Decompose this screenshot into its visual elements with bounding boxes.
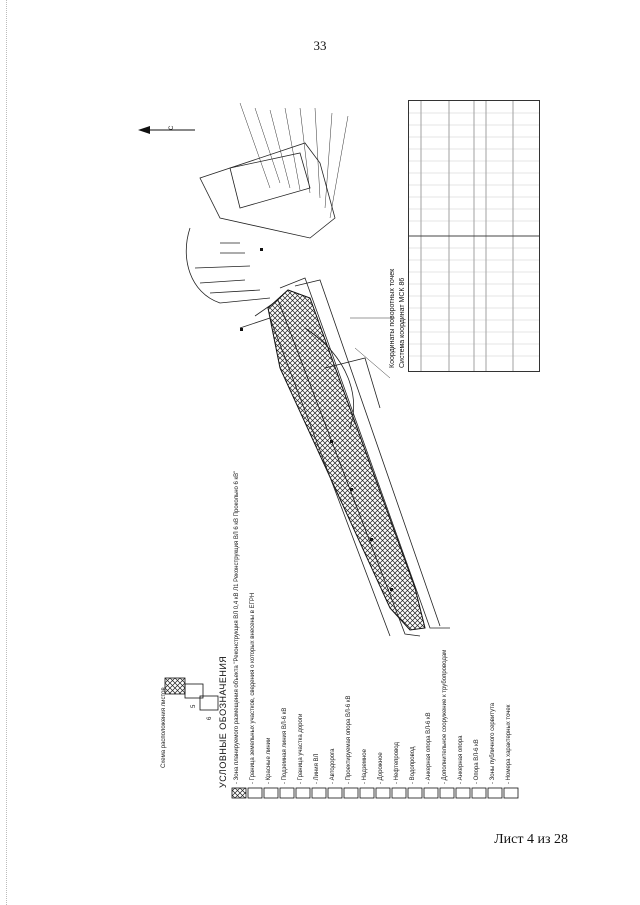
- legend-item: - Номера характерных точек: [506, 704, 512, 784]
- legend-item: - Подземная линия ВЛ-6 кВ: [282, 707, 288, 784]
- legend-item: - Водопровод: [410, 746, 416, 784]
- legend-item: - Дополнительное сооружение к трубопрово…: [442, 649, 448, 784]
- support-markers: [240, 248, 393, 591]
- legend-item: - Зоны публичного сервитута: [490, 702, 496, 784]
- plan-drawing: [138, 102, 519, 799]
- scheme-title: Схема расположения листов: [161, 687, 167, 768]
- legend-item: - Дорожное: [378, 752, 384, 784]
- legend-item: - Зона планируемого размещения объекта "…: [234, 470, 240, 784]
- legend-item: - Автодорога: [330, 748, 336, 784]
- upper-facilities: [185, 142, 381, 429]
- north-arrow-icon: [138, 126, 195, 134]
- sheet-footer: Лист 4 из 28: [494, 832, 568, 847]
- coordinates-grid: [409, 101, 539, 371]
- legend-title: УСЛОВНЫЕ ОБОЗНАЧЕНИЯ: [218, 655, 228, 788]
- coordinates-table: [408, 100, 540, 372]
- sheet-scheme: [164, 677, 219, 711]
- legend-item: - Анкерная опора: [458, 735, 464, 784]
- legend-item: - Анкерная опора ВЛ-6 кВ: [426, 712, 432, 784]
- legend-item: - Надземное: [362, 749, 368, 784]
- legend-item: - Линия ВЛ: [314, 753, 320, 784]
- legend-item: - Нефтепровод: [394, 742, 400, 784]
- plan-sheet: УСЛОВНЫЕ ОБОЗНАЧЕНИЯ Схема расположения …: [120, 68, 565, 828]
- leader-lines: [239, 102, 395, 379]
- legend-symbols: [231, 787, 519, 799]
- north-label: С: [169, 125, 175, 130]
- scheme-sheet-5: 5: [191, 704, 197, 708]
- legend-item: - Проектируемая опора ВЛ-6 кВ: [346, 695, 352, 784]
- legend-item: - Опора ВЛ-6 кВ: [474, 739, 480, 784]
- legend-item: - Граница земельных участков, сведения о…: [250, 592, 256, 784]
- legend-item: - Граница участка дороги: [298, 713, 304, 784]
- coordinates-title: Координаты поворотных точек: [389, 268, 396, 368]
- planned-zone-hatch: [267, 289, 426, 631]
- left-margin-rule: [6, 0, 8, 905]
- page-number: 33: [313, 38, 327, 53]
- coordinates-subtitle: Система координат МСК 86: [399, 277, 406, 368]
- legend-item: - Красные линии: [266, 737, 272, 784]
- scheme-sheet-6: 6: [207, 716, 213, 720]
- road-lines: [239, 277, 450, 637]
